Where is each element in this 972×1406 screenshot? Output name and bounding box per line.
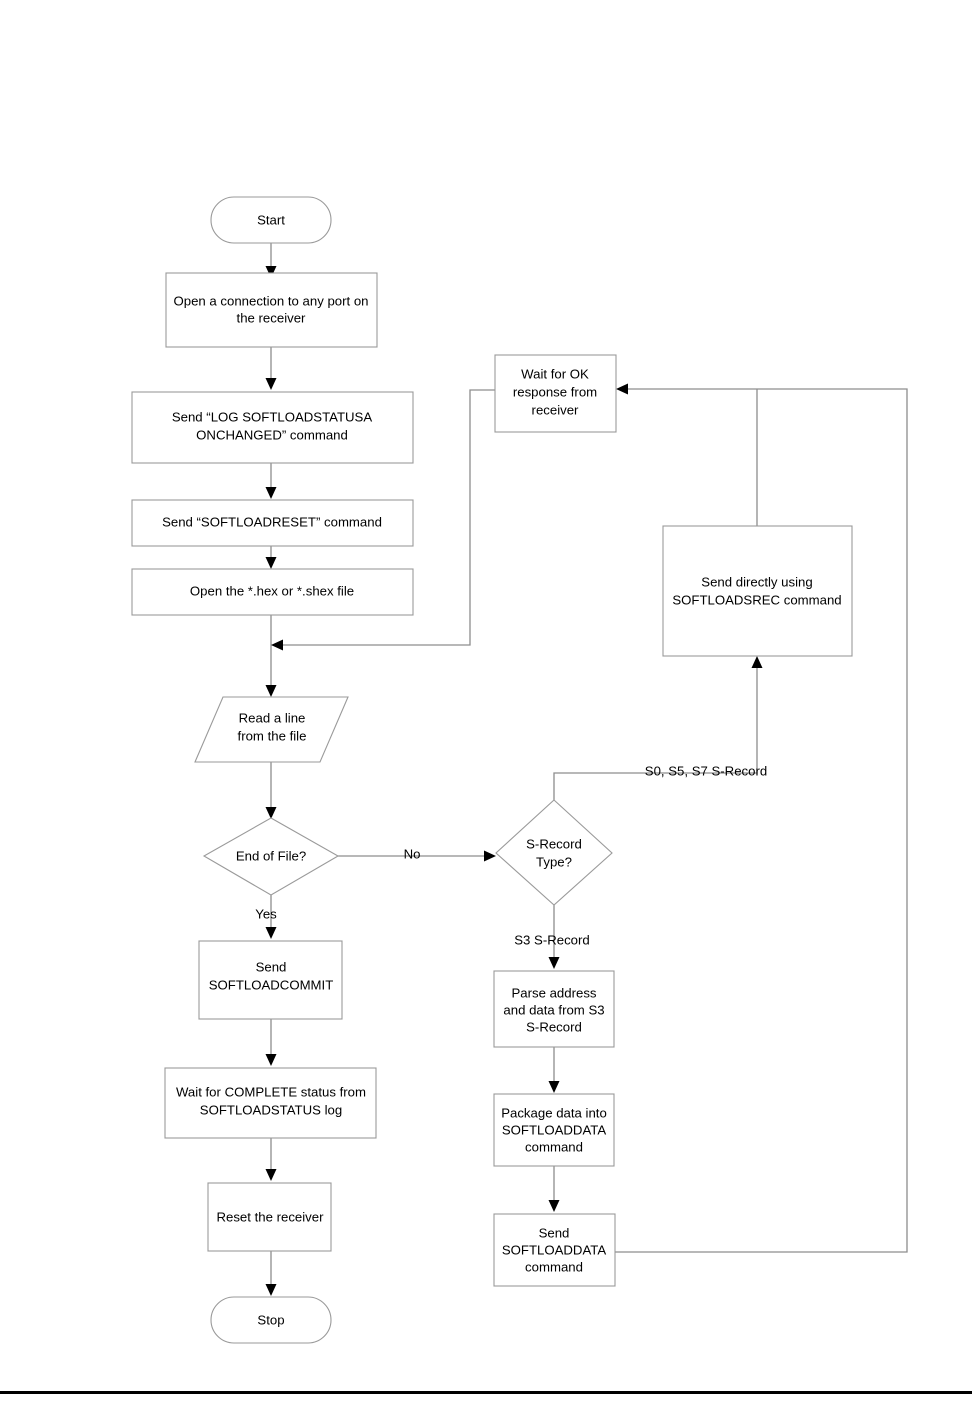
node-open-connection: Open a connection to any port on the rec…	[165, 272, 378, 348]
edge-wait-ok-to-read-line-loop	[271, 389, 495, 651]
node-send-data-label-line2: SOFTLOADDATA	[502, 1242, 606, 1257]
node-wait-ok-label-line3: receiver	[532, 402, 580, 417]
edge-srecord-type-other-to-send-srec	[553, 656, 763, 800]
node-open-connection-label-line2: the receiver	[237, 310, 307, 325]
edge-open-file-to-read-line	[265, 615, 277, 697]
edge-wait-complete-to-reset-receiver	[265, 1138, 277, 1181]
edge-send-commit-to-wait-complete	[265, 1019, 277, 1066]
node-srecord-type: S-Record Type?	[495, 799, 613, 906]
edge-label-yes: Yes	[255, 906, 277, 921]
node-parse-address-label-line1: Parse address	[511, 985, 596, 1000]
node-send-log: Send “LOG SOFTLOADSTATUSA ONCHANGED” com…	[131, 391, 414, 464]
node-parse-address-label-line3: S-Record	[526, 1019, 582, 1034]
edge-open-connection-to-send-log	[265, 347, 277, 390]
node-open-connection-label-line1: Open a connection to any port on	[173, 293, 368, 308]
node-read-line-label-line2: from the file	[238, 728, 307, 743]
edge-start-to-open-connection	[265, 243, 277, 278]
node-end-of-file-label: End of File?	[236, 848, 306, 863]
node-open-file: Open the *.hex or *.shex file	[131, 568, 414, 616]
node-wait-ok-label-line1: Wait for OK	[521, 366, 589, 381]
node-send-data-label-line3: command	[525, 1259, 583, 1274]
node-parse-address-label-line2: and data from S3	[503, 1002, 604, 1017]
node-wait-complete-label-line2: SOFTLOADSTATUS log	[200, 1102, 342, 1117]
node-parse-address: Parse address and data from S3 S-Record	[493, 970, 615, 1048]
node-reset-receiver: Reset the receiver	[207, 1182, 332, 1252]
node-send-reset: Send “SOFTLOADRESET” command	[131, 499, 414, 547]
node-send-commit: Send SOFTLOADCOMMIT	[198, 940, 343, 1020]
edge-parse-address-to-package-data	[548, 1047, 560, 1093]
node-wait-ok-label-line2: response from	[513, 384, 597, 399]
edge-send-data-to-wait-ok	[615, 383, 908, 1253]
edge-reset-receiver-to-stop	[265, 1251, 277, 1296]
node-wait-complete-label-line1: Wait for COMPLETE status from	[176, 1084, 366, 1099]
node-package-data-label-line2: SOFTLOADDATA	[502, 1122, 606, 1137]
node-read-line: Read a line from the file	[194, 696, 349, 763]
node-package-data: Package data into SOFTLOADDATA command	[493, 1093, 615, 1167]
node-wait-complete: Wait for COMPLETE status from SOFTLOADST…	[164, 1067, 377, 1139]
page-footer-rule	[0, 1391, 972, 1394]
node-package-data-label-line3: command	[525, 1139, 583, 1154]
node-open-file-label: Open the *.hex or *.shex file	[190, 583, 354, 598]
node-stop: Stop	[210, 1296, 332, 1344]
node-send-log-label-line1: Send “LOG SOFTLOADSTATUSA	[172, 409, 373, 424]
node-send-srec-label-line2: SOFTLOADSREC command	[672, 592, 841, 607]
node-srecord-type-label-line1: S-Record	[526, 836, 582, 851]
node-read-line-label-line1: Read a line	[239, 710, 306, 725]
node-send-commit-label-line2: SOFTLOADCOMMIT	[209, 977, 334, 992]
edge-end-of-file-yes-to-send-commit	[265, 895, 277, 939]
node-send-srec: Send directly using SOFTLOADSREC command	[662, 525, 853, 657]
node-start: Start	[210, 196, 332, 244]
edge-label-no: No	[404, 846, 421, 861]
node-srecord-type-label-line2: Type?	[536, 854, 572, 869]
edge-read-line-to-end-of-file	[265, 762, 277, 819]
edge-send-reset-to-open-file	[265, 546, 277, 569]
edge-srecord-type-s3-to-parse-address	[548, 905, 560, 969]
node-end-of-file: End of File?	[202, 817, 340, 896]
edge-package-data-to-send-data	[548, 1166, 560, 1212]
node-wait-ok: Wait for OK response from receiver	[494, 354, 617, 433]
node-start-label: Start	[257, 212, 285, 227]
edge-end-of-file-no-to-srecord-type	[338, 850, 496, 862]
node-reset-receiver-label: Reset the receiver	[216, 1209, 324, 1224]
edge-label-s3-srecord: S3 S-Record	[514, 932, 590, 947]
node-package-data-label-line1: Package data into	[501, 1105, 607, 1120]
node-send-srec-label-line1: Send directly using	[701, 574, 812, 589]
node-send-data: Send SOFTLOADDATA command	[493, 1213, 616, 1287]
node-stop-label: Stop	[257, 1312, 284, 1327]
edge-send-log-to-send-reset	[265, 463, 277, 499]
edge-label-other-srecord: S0, S5, S7 S-Record	[645, 763, 767, 778]
node-send-commit-label-line1: Send	[256, 959, 287, 974]
node-send-reset-label: Send “SOFTLOADRESET” command	[162, 514, 382, 529]
node-send-data-label-line1: Send	[539, 1225, 570, 1240]
node-send-log-label-line2: ONCHANGED” command	[196, 427, 348, 442]
